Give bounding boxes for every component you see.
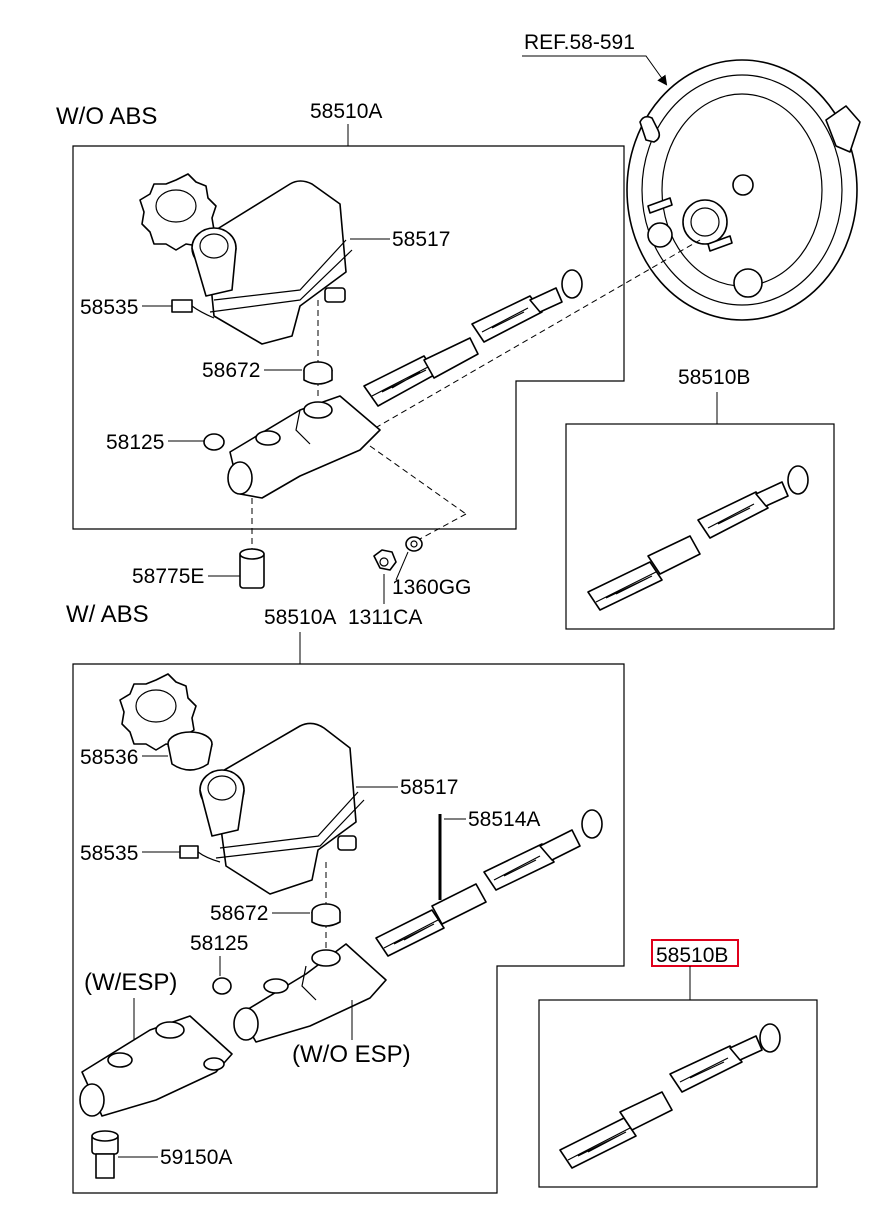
align-line-booster (357, 239, 701, 439)
label-58775e[interactable]: 58775E (132, 565, 204, 588)
union-58775e (239, 548, 265, 589)
piston-kit-top (587, 465, 809, 611)
wo-abs-frame (72, 145, 625, 530)
label-1311ca[interactable]: 1311CA (348, 606, 422, 629)
label-58517-top[interactable]: 58517 (392, 228, 450, 251)
label-59150a[interactable]: 59150A (160, 1146, 232, 1169)
piston-kit-bottom (559, 1023, 781, 1169)
reservoir-cap-bottom (119, 673, 197, 751)
label-58535-top[interactable]: 58535 (80, 296, 138, 319)
nut-58125-bottom (212, 977, 232, 995)
piston-assembly-bottom (375, 809, 603, 957)
level-sensor-bottom (179, 845, 221, 863)
label-58672-top[interactable]: 58672 (202, 359, 260, 382)
label-58510b-bottom[interactable]: 58510B (656, 944, 728, 967)
level-sensor-top (171, 299, 215, 319)
align-line-nut (369, 445, 467, 515)
label-w-esp: (W/ESP) (84, 969, 177, 996)
label-58517-bottom[interactable]: 58517 (400, 776, 458, 799)
label-58535-bottom[interactable]: 58535 (80, 842, 138, 865)
kit-58510b-top-frame (565, 423, 835, 630)
master-cylinder-top (227, 395, 381, 499)
nut-1311ca (373, 549, 397, 571)
master-cylinder-wo-esp (233, 943, 387, 1043)
reservoir-cap-top (139, 173, 217, 251)
nut-58125-top (203, 433, 225, 451)
label-58125-top[interactable]: 58125 (106, 431, 164, 454)
header-w-abs: W/ ABS (66, 601, 149, 628)
piston-assembly-top (363, 269, 583, 407)
label-ref-58-591[interactable]: REF.58-591 (524, 31, 635, 54)
label-58125-bottom[interactable]: 58125 (190, 932, 248, 955)
strainer-58536 (167, 731, 213, 771)
header-wo-abs: W/O ABS (56, 103, 157, 130)
label-1360gg[interactable]: 1360GG (392, 576, 471, 599)
label-58672-bottom[interactable]: 58672 (210, 902, 268, 925)
label-58510a-top[interactable]: 58510A (310, 100, 382, 123)
label-wo-esp: (W/O ESP) (292, 1041, 411, 1068)
leader-ref (522, 55, 668, 86)
switch-59150a (91, 1130, 119, 1179)
master-cylinder-w-esp (79, 1015, 233, 1117)
grommet-top (303, 361, 333, 385)
brake-booster (626, 59, 861, 321)
washer-1360gg (405, 536, 423, 552)
label-58510a-bottom[interactable]: 58510A (264, 606, 336, 629)
leader-1360gg (395, 551, 409, 581)
label-58510b-top[interactable]: 58510B (678, 366, 750, 389)
reservoir-bottom (199, 722, 365, 895)
highlight-58510b (651, 939, 739, 967)
reservoir-top (191, 180, 353, 345)
label-58514a[interactable]: 58514A (468, 808, 540, 831)
kit-58510b-bottom-frame (538, 999, 818, 1188)
label-58536[interactable]: 58536 (80, 746, 138, 769)
align-line-washer (417, 513, 467, 541)
w-abs-frame (72, 663, 625, 1194)
grommet-bottom (311, 903, 341, 927)
